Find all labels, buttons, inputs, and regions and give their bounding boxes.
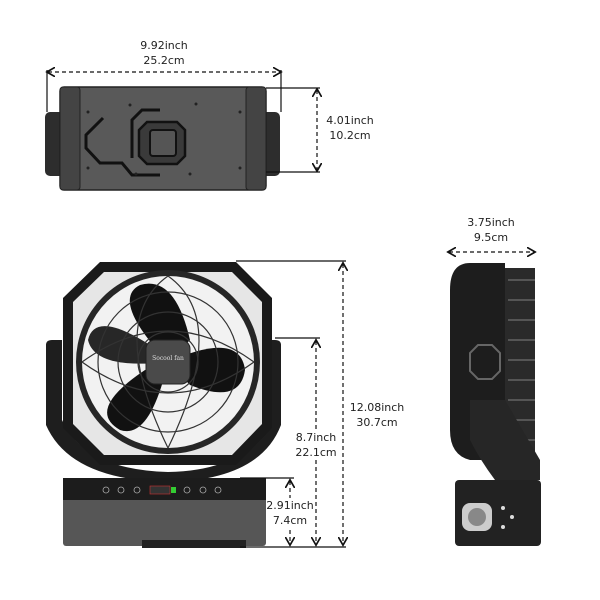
brand-logo: Socool fan	[152, 355, 184, 362]
front-view	[46, 262, 281, 548]
side-view	[450, 263, 541, 546]
top-dimension-lines	[47, 70, 320, 173]
top-view	[45, 86, 280, 191]
